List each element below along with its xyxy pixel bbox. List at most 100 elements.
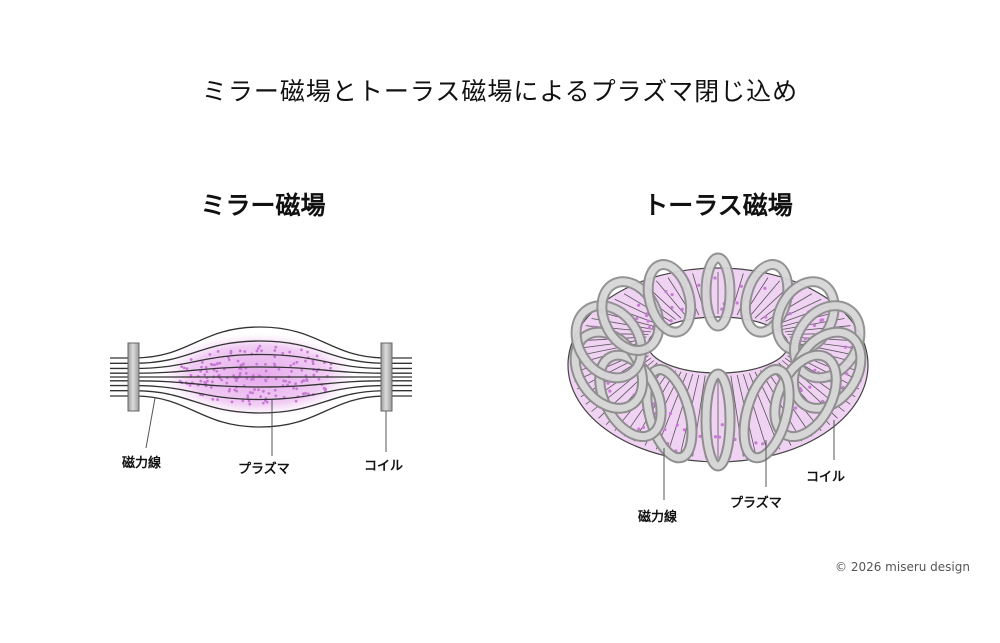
torus-plasma-dot xyxy=(669,319,673,323)
mirror-plasma-dot xyxy=(206,379,209,383)
torus-plasma-dot xyxy=(670,292,674,297)
mirror-plasma-label: プラズマ xyxy=(238,462,290,477)
torus-plasma-dot xyxy=(652,402,656,406)
torus-field-stripe xyxy=(748,280,781,318)
mirror-plasma-dot xyxy=(227,389,231,393)
mirror-plasma-dot xyxy=(274,345,278,349)
mirror-diagram xyxy=(110,326,412,456)
mirror-plasma-dot xyxy=(295,360,299,364)
torus-coils xyxy=(569,252,867,472)
mirror-plasma-dot xyxy=(189,373,193,377)
torus-plasma-dot xyxy=(761,442,765,446)
torus-plasma-dot xyxy=(812,323,817,327)
torus-plasma-dot xyxy=(664,289,668,294)
mirror-plasma-dot xyxy=(246,394,250,398)
mirror-plasma-dot xyxy=(251,374,255,377)
mirror-plasma-dot xyxy=(315,369,319,373)
mirror-plasma-dot xyxy=(258,344,262,348)
mirror-field-line xyxy=(110,340,412,364)
torus-coil xyxy=(641,364,698,464)
mirror-coil-left xyxy=(127,342,140,412)
mirror-plasma-dot xyxy=(178,379,182,383)
mirror-plasma-dot xyxy=(225,381,229,385)
mirror-plasma-dot xyxy=(294,399,298,403)
mirror-plasma-dot xyxy=(216,398,219,402)
mirror-plasma-dot xyxy=(264,362,267,366)
torus-coil xyxy=(700,252,736,332)
torus-coil xyxy=(738,364,795,464)
torus-plasma-dot xyxy=(635,316,639,321)
torus-coil-face xyxy=(572,302,646,382)
torus-coil-face xyxy=(702,254,734,330)
mirror-plasma-dot xyxy=(216,349,220,353)
torus-plasma-dot xyxy=(808,385,812,389)
mirror-plasma-dot xyxy=(236,359,240,363)
mirror-plasma-dot xyxy=(292,362,296,366)
mirror-plasma-dot xyxy=(288,380,291,384)
mirror-plasma-dot xyxy=(294,382,297,386)
torus-coil-label: コイル xyxy=(806,470,846,485)
mirror-plasma-dot xyxy=(230,400,234,404)
mirror-plasma-dot xyxy=(264,378,267,382)
mirror-plasma-dot xyxy=(300,368,304,372)
mirror-plasma-dot xyxy=(220,378,224,382)
torus-plasma-dot xyxy=(675,423,679,427)
mirror-plasma-dot xyxy=(232,374,236,377)
mirror-coil-right xyxy=(380,342,393,412)
mirror-plasma-dot xyxy=(204,365,208,369)
mirror-plasma-dot xyxy=(273,349,277,352)
mirror-plasma-dot xyxy=(204,381,208,385)
mirror-plasma-dot xyxy=(213,363,217,367)
mirror-plasma-dot xyxy=(255,349,259,353)
torus-plasma-dot xyxy=(820,318,825,322)
mirror-plasma-dot xyxy=(306,350,309,354)
mirror-field-line-leader xyxy=(145,397,156,449)
mirror-plasma-dot xyxy=(248,391,252,394)
torus-diagram xyxy=(567,252,869,500)
mirror-plasma-dot xyxy=(248,402,252,406)
mirror-plasma-dot xyxy=(289,364,293,368)
mirror-plasma-dot xyxy=(300,348,303,352)
mirror-plasma-dot xyxy=(200,360,204,364)
mirror-plasma-dot xyxy=(329,366,332,370)
page-title: ミラー磁場とトーラス磁場によるプラズマ閉じ込め xyxy=(201,77,799,106)
mirror-plasma-dot xyxy=(288,350,292,354)
mirror-plasma-dot xyxy=(209,385,213,389)
torus-field-stripe xyxy=(742,374,769,453)
mirror-field-line xyxy=(110,384,412,401)
mirror-plasma-dot xyxy=(311,362,315,366)
torus-plasma-dot xyxy=(680,307,684,312)
mirror-plasma-dot xyxy=(210,380,214,384)
mirror-plasma-dot xyxy=(292,386,295,390)
mirror-field-line xyxy=(110,353,412,370)
mirror-plasma-dot xyxy=(215,362,219,366)
mirror-plasma-dot xyxy=(312,373,316,377)
torus-coil-face xyxy=(643,366,696,462)
torus-coil xyxy=(642,259,697,338)
torus-plasma-dot xyxy=(606,381,610,385)
mirror-plasma-dot xyxy=(180,365,183,369)
torus-plasma-dot xyxy=(713,276,717,280)
mirror-plasma-dot xyxy=(251,391,255,395)
torus-plasma-dot xyxy=(754,441,758,445)
mirror-plasma-dot xyxy=(241,399,245,403)
mirror-plasma-dot xyxy=(243,350,247,353)
mirror-plasma-dot xyxy=(272,362,276,366)
mirror-plasma-dot xyxy=(259,395,263,399)
torus-coil-face xyxy=(702,370,734,470)
mirror-plasma-dot xyxy=(264,369,268,373)
torus-plasma-dot xyxy=(608,389,612,393)
copyright-notice: © 2026 miseru design xyxy=(835,560,970,574)
mirror-plasma-dot xyxy=(244,372,248,375)
torus-plasma-dot xyxy=(845,372,849,376)
torus-plasma-dot xyxy=(682,428,687,432)
torus-plasma-dot xyxy=(763,286,767,290)
mirror-plasma-dot xyxy=(315,354,319,358)
mirror-plasma-dot xyxy=(255,362,259,366)
torus-plasma-dot xyxy=(668,411,673,416)
mirror-plasma-dot xyxy=(317,377,321,381)
mirror-plasma-dot xyxy=(295,387,299,391)
mirror-plasma-dot xyxy=(199,379,203,383)
torus-plasma-dot xyxy=(717,435,722,439)
mirror-plasma-dot xyxy=(256,347,260,350)
